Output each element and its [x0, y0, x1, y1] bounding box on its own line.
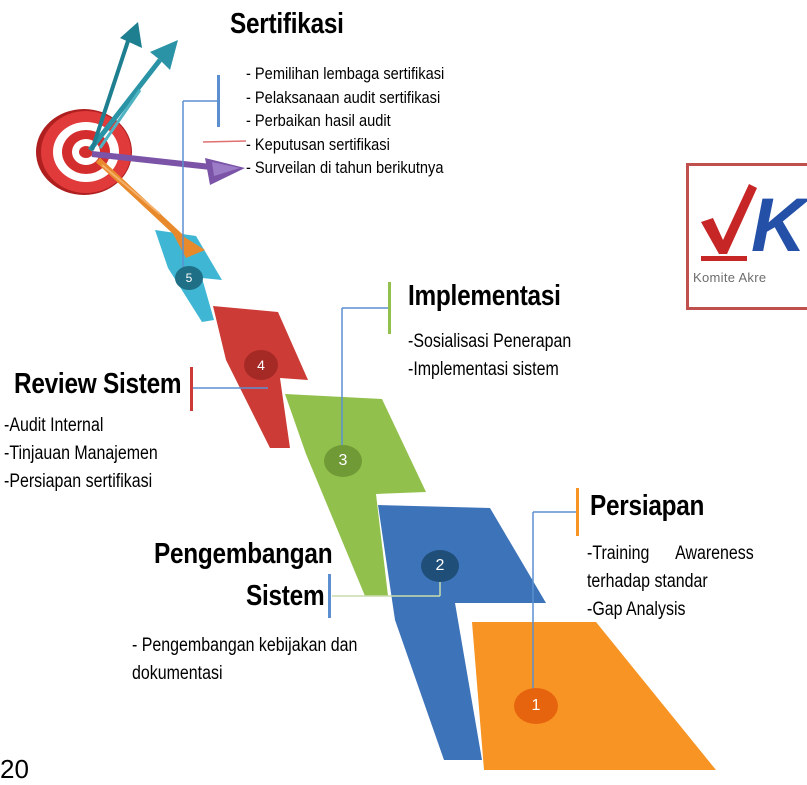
stage-2-title-line2: Sistem: [246, 580, 325, 612]
stage-5-item: - Keputusan sertifikasi: [246, 134, 390, 154]
stage-1-item: -Training Awareness: [587, 543, 754, 564]
stage-1-title: Persiapan: [590, 490, 705, 522]
dart-arrow-icon: [88, 22, 245, 258]
stage-2-item: dokumentasi: [132, 663, 223, 684]
stage-2-item: - Pengembangan kebijakan dan: [132, 635, 358, 656]
stage-3-item: -Sosialisasi Penerapan: [408, 331, 572, 352]
stage-5-item: - Pemilihan lembaga sertifikasi: [246, 64, 445, 83]
stage-5-item: - Perbaikan hasil audit: [246, 111, 391, 130]
stage-2-badge: 2: [421, 550, 459, 582]
stage-1-shape: [472, 622, 716, 770]
stage-1-items: -Training Awareness terhadap standar -Ga…: [587, 540, 754, 624]
stage-3-items: -Sosialisasi Penerapan -Implementasi sis…: [408, 328, 571, 384]
stage-5-item: - Pelaksanaan audit sertifikasi: [246, 87, 441, 107]
stage-4-item: -Audit Internal: [4, 415, 104, 436]
stage-4-item: -Tinjauan Manajemen: [4, 443, 158, 464]
kan-logo: K Komite Akre: [686, 163, 807, 310]
stage-4-badge: 4: [244, 350, 278, 380]
checkmark-logo-icon: [701, 184, 757, 261]
stage-3-shape: [285, 394, 426, 596]
page-number: 20: [0, 754, 29, 784]
stage-1-badge: 1: [514, 688, 558, 724]
stage-5-badge: 5: [175, 266, 203, 290]
logo-caption: Komite Akre: [693, 270, 767, 285]
logo-letters: K: [751, 183, 806, 268]
stage-2-shape: [378, 505, 546, 760]
stage-3-title: Implementasi: [408, 280, 561, 312]
stage-3-item: -Implementasi sistem: [408, 359, 559, 380]
stage-4-title: Review Sistem: [14, 368, 182, 400]
stage-5-item: - Surveilan di tahun berikutnya: [246, 158, 444, 177]
stage-1-item: -Gap Analysis: [587, 599, 686, 620]
stage-5-items: - Pemilihan lembaga sertifikasi - Pelaks…: [246, 62, 444, 180]
stage-4-items: -Audit Internal -Tinjauan Manajemen -Per…: [4, 412, 158, 496]
stage-5-title: Sertifikasi: [230, 8, 344, 40]
stage-3-badge: 3: [324, 445, 362, 477]
stage-2-items: - Pengembangan kebijakan dan dokumentasi: [132, 632, 357, 688]
stage-2-title: Pengembangan: [154, 538, 333, 570]
stage-4-item: -Persiapan sertifikasi: [4, 471, 153, 492]
stage-1-item: terhadap standar: [587, 571, 708, 592]
